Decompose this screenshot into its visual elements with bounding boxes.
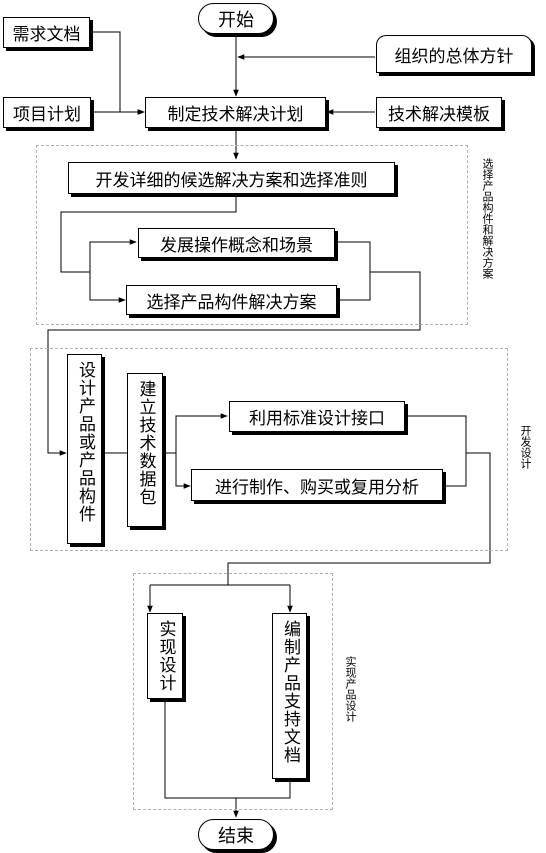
arrow-select-group-to-design	[47, 271, 421, 456]
solution-template-box: 技术解决模板	[376, 97, 502, 128]
connector-implement-out	[164, 700, 236, 799]
connector-support-out	[236, 780, 291, 799]
design-product-box: 设计产品或产品构件	[67, 354, 102, 544]
group-select-frame	[36, 145, 468, 325]
select-solutions-box: 选择产品构件解决方案	[126, 285, 337, 315]
arrow-alternatives-to-select	[89, 272, 126, 303]
group-implement-label: 实现产品设计	[344, 656, 357, 722]
arrow-requirements-to-plan	[90, 31, 145, 115]
arrow-package-to-interface	[163, 413, 228, 454]
build-data-package-box: 建立技术数据包	[127, 373, 163, 527]
implement-design-box: 实现设计	[147, 613, 183, 699]
group-select-label: 选择产品构件和解决方案	[481, 158, 494, 279]
group-implement-frame	[133, 573, 333, 810]
connector-concepts-out	[336, 241, 371, 301]
make-buy-reuse-box: 进行制作、购买或复用分析	[191, 469, 443, 501]
start-terminal: 开始	[198, 3, 274, 34]
group-develop-label: 开发设计	[519, 425, 532, 469]
org-policy-box: 组织的总体方针	[376, 35, 532, 73]
connector-interface-out	[405, 415, 467, 487]
make-solution-plan-box: 制定技术解决计划	[145, 97, 326, 128]
develop-alternatives-box: 开发详细的候选解决方案和选择准则	[68, 162, 395, 194]
arrow-package-to-makebuy	[175, 453, 191, 489]
requirements-doc-box: 需求文档	[3, 17, 90, 48]
arrow-alternatives-to-concepts	[60, 194, 237, 273]
group-develop-frame	[30, 348, 508, 551]
develop-concepts-box: 发展操作概念和场景	[138, 228, 335, 258]
product-support-docs-box: 编制产品支持文档	[272, 613, 307, 779]
end-terminal: 结束	[198, 819, 274, 850]
use-standard-interface-box: 利用标准设计接口	[229, 401, 405, 432]
project-plan-box: 项目计划	[3, 97, 91, 128]
arrow-develop-to-implement	[227, 452, 491, 585]
